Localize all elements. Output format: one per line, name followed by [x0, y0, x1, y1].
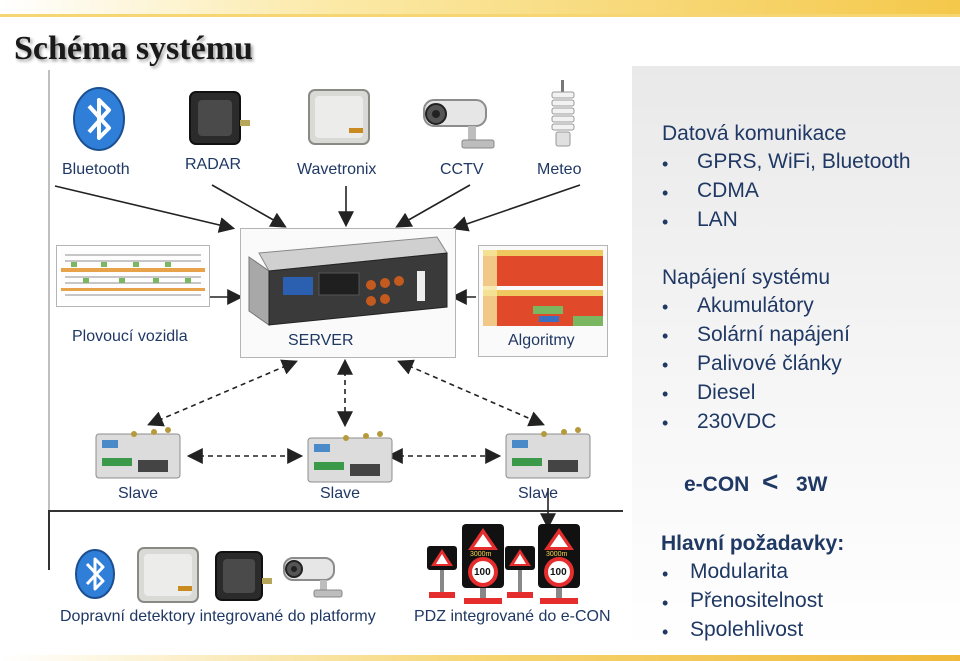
bluetooth-icon: [73, 87, 125, 151]
bullet-icon: •: [662, 593, 669, 613]
sensor-label-bluetooth: Bluetooth: [62, 161, 130, 178]
bullet-icon: •: [662, 355, 669, 375]
speed-limit-text: 100: [474, 567, 491, 578]
separator-line: [48, 510, 623, 512]
bullet-icon: •: [662, 326, 669, 346]
bullet-icon: •: [662, 564, 669, 584]
comm-title: Datová komunikace: [662, 122, 847, 145]
vms-sign-icon: [462, 524, 504, 604]
requirement-item: Spolehlivost: [690, 618, 804, 641]
page-title: Schéma systému: [14, 30, 253, 67]
sensor-label-wavetronix: Wavetronix: [297, 161, 377, 178]
bullet-icon: •: [662, 212, 669, 232]
server-device-icon: [248, 236, 448, 326]
top-accent-bar: [0, 0, 960, 14]
floating-vehicles-label: Plovoucí vozidla: [72, 328, 188, 345]
slave-device-icon: [307, 431, 393, 483]
bullet-icon: •: [662, 413, 669, 433]
traffic-sign-small-2: [505, 546, 535, 602]
separator-left-tick: [48, 510, 50, 570]
vms-distance-text: 3000m: [546, 551, 568, 558]
connection-arrows: [54, 184, 581, 530]
traffic-sign-large-2: 3000m 100: [538, 524, 580, 606]
bullet-icon: •: [662, 384, 669, 404]
bullet-icon: •: [662, 154, 669, 174]
comm-item: LAN: [697, 208, 738, 231]
left-guide-line: [48, 70, 50, 540]
detectors-label: Dopravní detektory integrované do platfo…: [60, 608, 376, 625]
traffic-sign-large-1: 3000m 100: [462, 524, 504, 606]
warning-sign-icon: [505, 546, 535, 598]
top-accent-stripe: [0, 14, 960, 17]
cctv-camera-icon: [423, 99, 495, 149]
algorithms-box: [478, 245, 608, 357]
bullet-icon: •: [662, 622, 669, 642]
slave-label: Slave: [118, 485, 159, 502]
power-item: Akumulátory: [697, 294, 814, 317]
server-label: SERVER: [288, 332, 354, 349]
pdz-label: PDZ integrované do e-CON: [414, 608, 611, 625]
server-box: [240, 228, 456, 358]
right-info-panel: [632, 66, 960, 652]
radar-icon: [189, 91, 250, 145]
bullet-icon: •: [662, 297, 669, 317]
requirement-item: Modularita: [690, 560, 789, 583]
algorithms-label: Algoritmy: [508, 332, 575, 349]
slave-device-icon: [95, 427, 181, 479]
comm-item: GPRS, WiFi, Bluetooth: [697, 150, 911, 173]
requirements-title: Hlavní požadavky:: [661, 532, 845, 555]
radar-icon: [215, 551, 272, 601]
sensor-label-meteo: Meteo: [537, 161, 582, 178]
sensor-label-radar: RADAR: [185, 156, 242, 173]
power-item: Solární napájení: [697, 323, 850, 346]
wavetronix-icon: [137, 547, 199, 603]
wavetronix-icon: [308, 89, 370, 145]
warning-sign-icon: [427, 546, 457, 598]
floating-vehicles-chart: [56, 245, 210, 307]
algorithms-table-thumbnail: [483, 250, 603, 326]
power-item: 230VDC: [697, 410, 777, 433]
bluetooth-icon: [75, 549, 115, 599]
slave-label: Slave: [320, 485, 361, 502]
slave-label: Slave: [518, 485, 559, 502]
speed-limit-text: 100: [550, 567, 567, 578]
bottom-accent-bar: [0, 655, 960, 661]
requirement-item: Přenositelnost: [690, 589, 824, 612]
meteo-station-icon: [551, 80, 575, 147]
power-item: Palivové články: [697, 352, 842, 375]
bullet-icon: •: [662, 183, 669, 203]
traffic-sign-small-1: [427, 546, 457, 602]
floating-vehicles-thumbnail: [61, 250, 205, 302]
econ-value: 3W: [796, 473, 828, 496]
econ-operator: <: [762, 466, 779, 497]
econ-label: e-CON: [684, 473, 750, 496]
sensor-label-cctv: CCTV: [440, 161, 484, 178]
cctv-camera-icon: [283, 557, 343, 598]
vms-sign-icon: [538, 524, 580, 604]
power-title: Napájení systému: [662, 266, 831, 289]
slave-device-icon: [505, 427, 591, 479]
comm-item: CDMA: [697, 179, 759, 202]
vms-distance-text: 3000m: [470, 551, 492, 558]
power-item: Diesel: [697, 381, 756, 404]
